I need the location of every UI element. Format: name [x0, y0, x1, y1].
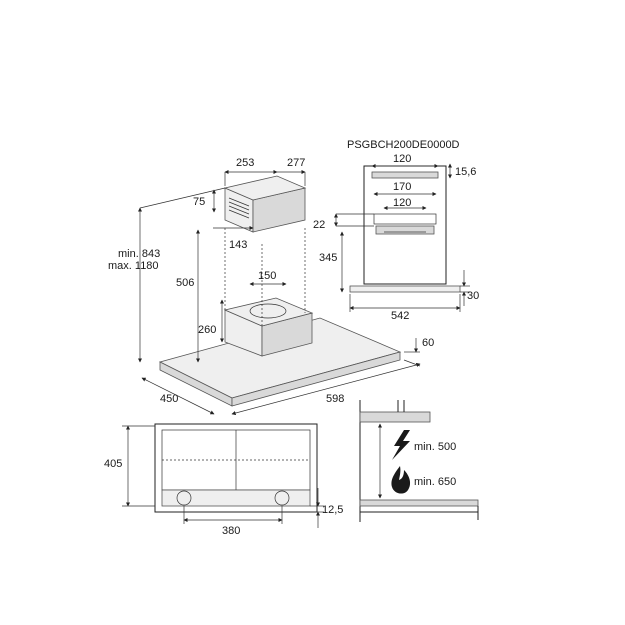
bracket-view: PSGBCH200DE0000D 120 15,6 170 120 22 345 [313, 139, 479, 322]
dim-chimney-height: 506 [176, 277, 194, 289]
dim-edge-offset: 12,5 [322, 504, 343, 516]
dim-hood-width: 598 [326, 393, 344, 405]
dim-mid-width: 170 [393, 181, 411, 193]
side-hob [359, 499, 479, 507]
outlet-circle [249, 303, 287, 319]
dim-outlet: 150 [258, 270, 276, 282]
model-code: PSGBCH200DE0000D [347, 139, 460, 151]
gas-hob-icon [391, 466, 411, 494]
dim-height-min: min. 843 [118, 248, 160, 260]
underside-outline [154, 423, 318, 513]
dim-top-offset: 15,6 [455, 166, 476, 178]
electric-hob-icon [392, 430, 410, 460]
chimney-top [223, 175, 307, 201]
dim-chimney-top: 75 [193, 196, 205, 208]
dim-bottom-offset: 30 [467, 290, 479, 302]
mid-bracket [375, 225, 435, 235]
main-hood-view: 253 277 75 143 min. 843 max. 1180 506 15… [108, 157, 434, 416]
base-plate [349, 285, 461, 293]
top-bracket [371, 171, 439, 179]
side-hood [359, 411, 431, 423]
control-knob-right [274, 490, 290, 506]
bottom-view: 405 380 12,5 [104, 423, 343, 537]
chimney-vent [228, 197, 250, 219]
dim-offset-22: 22 [313, 219, 325, 231]
electric-min-height: min. 500 [414, 441, 456, 453]
dim-canopy-height: 260 [198, 324, 216, 336]
dim-control-spacing: 380 [222, 525, 240, 537]
gas-min-height: min. 650 [414, 476, 456, 488]
dim-underside-depth: 405 [104, 458, 122, 470]
control-knob-left [176, 490, 192, 506]
canopy-top [223, 297, 314, 327]
dim-bracket-height: 345 [319, 252, 337, 264]
dim-chimney-width: 277 [287, 157, 305, 169]
dim-hood-depth: 450 [160, 393, 178, 405]
dim-bottom-width: 542 [391, 310, 409, 322]
dim-hood-thickness: 60 [422, 337, 434, 349]
dim-height-max: max. 1180 [108, 260, 159, 272]
dim-top-width: 120 [393, 153, 411, 165]
dim-chimney-offset: 143 [229, 239, 247, 251]
dim-chimney-depth: 253 [236, 157, 254, 169]
dim-inner-width: 120 [393, 197, 411, 209]
side-install-view: min. 500 min. 650 [359, 400, 479, 522]
